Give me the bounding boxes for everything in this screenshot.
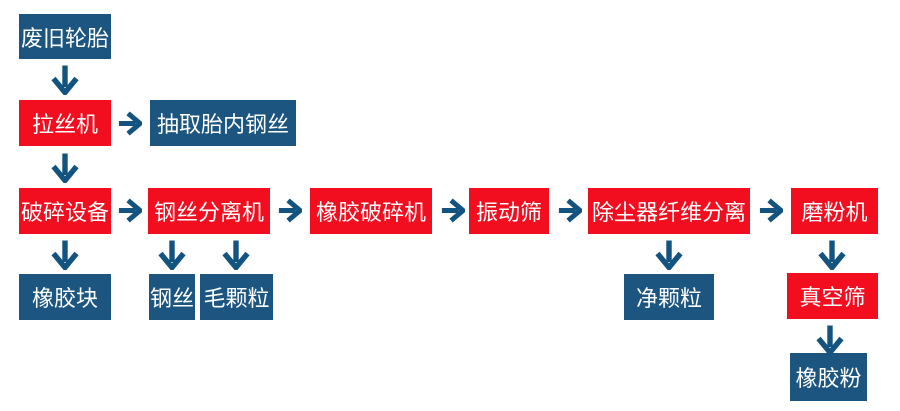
node-extract-inner-tire-steel-wire: 抽取胎内钢丝: [150, 100, 296, 146]
arrow-right-icon: [557, 198, 582, 223]
arrow-down-icon: [158, 239, 186, 270]
arrow-right-icon: [440, 198, 465, 223]
node-rubber-crusher: 橡胶破碎机: [310, 188, 432, 234]
node-clean-granules: 净颗粒: [624, 274, 714, 320]
node-grinding-machine: 磨粉机: [791, 188, 878, 234]
arrow-right-icon: [277, 198, 302, 223]
arrow-down-icon: [222, 239, 250, 270]
node-crushing-equipment: 破碎设备: [19, 188, 111, 234]
node-steel-wire-separator: 钢丝分离机: [148, 188, 270, 234]
node-waste-tires: 废旧轮胎: [19, 14, 111, 59]
node-rubber-blocks: 橡胶块: [19, 274, 111, 320]
node-dust-collector-fiber-separation: 除尘器纤维分离: [588, 188, 750, 234]
node-steel-wire: 钢丝: [149, 274, 195, 320]
arrow-down-icon: [51, 239, 79, 270]
node-vibrating-screen: 振动筛: [469, 188, 549, 234]
node-vacuum-screen: 真空筛: [787, 273, 878, 319]
arrow-down-icon: [51, 64, 79, 95]
arrow-right-icon: [758, 198, 783, 223]
arrow-right-icon: [117, 198, 142, 223]
node-rubber-powder: 橡胶粉: [790, 353, 867, 401]
arrow-down-icon: [51, 152, 79, 183]
node-rough-granules: 毛颗粒: [200, 274, 273, 320]
arrow-down-icon: [655, 239, 683, 270]
arrow-right-icon: [117, 111, 142, 136]
arrow-down-icon: [818, 239, 846, 270]
arrow-down-icon: [816, 324, 844, 355]
node-wire-drawing-machine: 拉丝机: [19, 100, 111, 146]
